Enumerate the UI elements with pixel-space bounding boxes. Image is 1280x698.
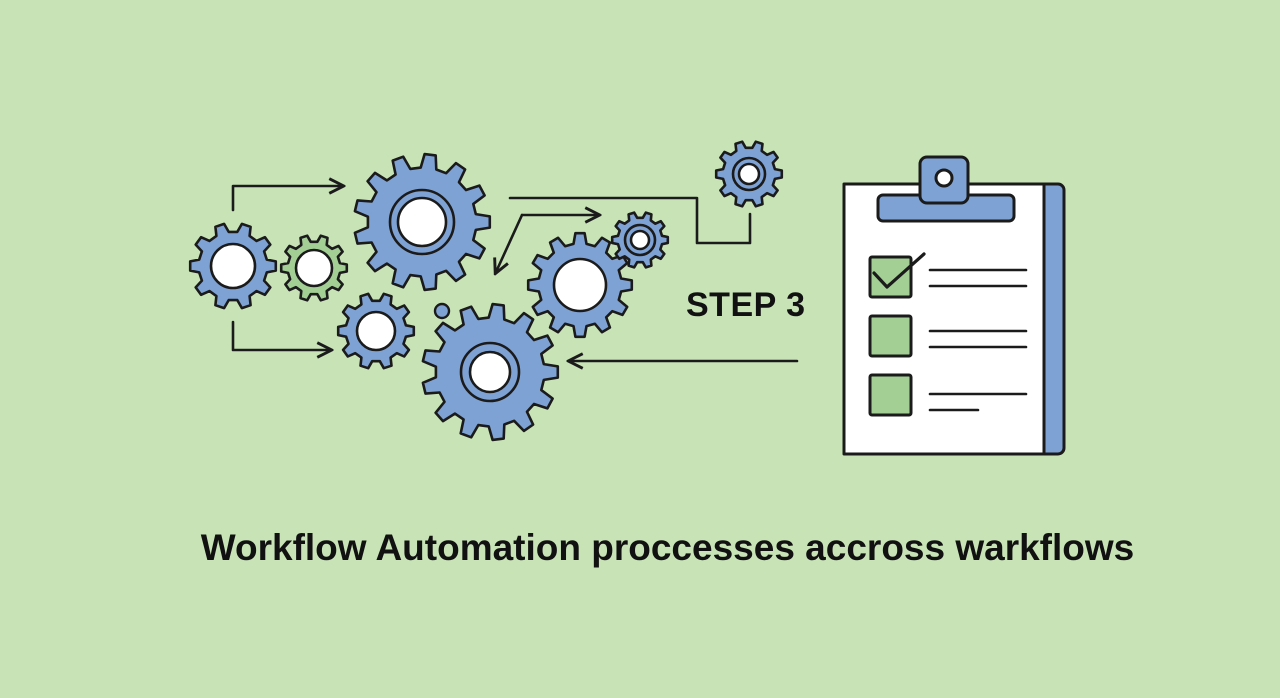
decorative-dot <box>433 302 451 320</box>
gear-hub <box>459 341 521 403</box>
clipboard-clip-hole <box>934 168 954 188</box>
connector-line <box>508 196 752 245</box>
gear-hub <box>731 156 767 192</box>
gear-icon <box>336 292 416 370</box>
gear-icon <box>714 140 784 208</box>
gear-hub <box>388 188 456 256</box>
gear-hub <box>294 248 334 288</box>
arrow-right-icon <box>231 186 342 212</box>
gear-icon <box>279 234 349 302</box>
gear-hub <box>552 257 608 313</box>
step-label: STEP 3 <box>686 286 806 324</box>
gear-hub <box>209 242 257 290</box>
gear-hub <box>355 310 397 352</box>
checkbox-empty-icon <box>868 373 913 417</box>
arrow-right-icon <box>231 320 330 350</box>
gear-icon <box>188 222 278 310</box>
arrow-left-icon <box>496 213 524 272</box>
gear-icon <box>421 302 560 442</box>
checkmark-icon <box>872 252 926 289</box>
caption: Workflow Automation proccesses accross w… <box>200 527 1135 568</box>
gear-hub <box>468 350 512 394</box>
gear-icon <box>526 231 634 339</box>
gear-hub <box>396 196 448 248</box>
checkbox-checked-icon <box>868 255 913 299</box>
gear-hub <box>737 162 761 186</box>
clipboard-icon <box>842 155 1066 456</box>
gear-hub <box>623 223 657 257</box>
checkbox-empty-icon <box>868 314 913 358</box>
gear-hub <box>629 229 651 251</box>
gear-icon <box>353 152 492 292</box>
gear-icon <box>610 211 670 269</box>
